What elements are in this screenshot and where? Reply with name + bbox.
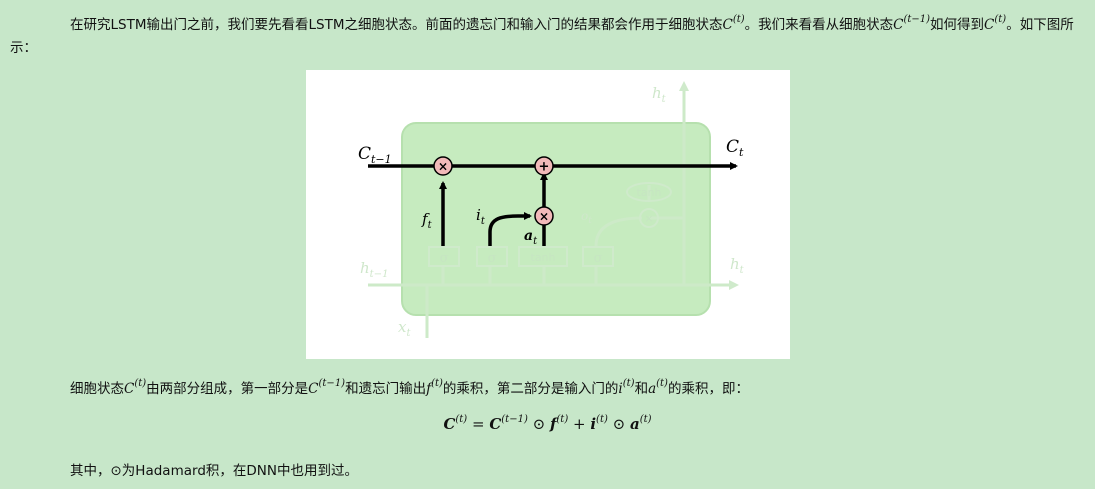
tanh-ellipse: [626, 182, 672, 202]
output-mul-label: ×: [644, 212, 653, 225]
intro-paragraph: 在研究LSTM输出门之前，我们要先看看LSTM之细胞状态。前面的遗忘门和输入门的…: [10, 8, 1088, 60]
formula-sup: (t−1): [501, 414, 528, 425]
pale-connections: [368, 81, 739, 338]
math-f: f: [426, 381, 432, 397]
operation-nodes: × + ×: [433, 156, 554, 226]
output-multiply-node: [639, 208, 659, 228]
candidate-box: [518, 246, 568, 267]
label-f: ft: [421, 210, 433, 231]
math-c-prev: C: [308, 381, 319, 397]
formula-hadamard: ⊙: [607, 415, 630, 433]
math-a: a: [648, 381, 657, 397]
math-sup: (t): [134, 378, 147, 389]
forget-gate-box: [428, 246, 460, 267]
intro-text-3: 如何得到: [930, 17, 985, 33]
formula-a: a: [629, 415, 640, 433]
math-i: i: [618, 381, 623, 397]
formula-i: i: [590, 415, 597, 433]
math-sup: (t): [732, 14, 745, 25]
diagram-labels: Ct−1 Ct ft it at ot ht ht−1 ht xt: [358, 84, 745, 339]
explain-text-1: 细胞状态: [70, 381, 124, 397]
lstm-diagram-svg: σ σ tanh σ tanh × × + × Ct−1 Ct ft: [358, 81, 745, 339]
intro-text-4: 。如下图所示：: [10, 17, 1074, 56]
label-c-next: Ct: [726, 137, 744, 159]
input-sigma-label: σ: [488, 251, 497, 266]
explain-text-3: 和遗忘门输出: [345, 381, 427, 397]
formula-lhs: C: [443, 415, 456, 433]
math-c: C: [984, 17, 995, 33]
math-sup: (t): [656, 378, 668, 389]
forget-sigma-label: σ: [440, 251, 449, 266]
explanation-paragraph: 细胞状态C(t)由两部分组成，第一部分是C(t−1)和遗忘门输出f(t)的乘积，…: [70, 374, 749, 399]
formula-equals: =: [467, 415, 490, 433]
label-i: it: [476, 206, 486, 227]
label-h-top: ht: [652, 84, 667, 105]
formula-f: f: [549, 415, 557, 433]
label-h-prev: ht−1: [360, 259, 388, 280]
math-sup: (t): [431, 378, 443, 389]
formula-c-prev: C: [489, 415, 502, 433]
forget-multiply-symbol: ×: [438, 160, 448, 174]
intro-text-1: 在研究LSTM输出门之前，我们要先看看LSTM之细胞状态。前面的遗忘门和输入门的…: [70, 17, 723, 33]
math-c-prev: C: [893, 17, 904, 33]
label-x: xt: [398, 318, 411, 339]
intro-text-2: 。我们来看看从细胞状态: [744, 17, 894, 33]
label-c-prev: Ct−1: [358, 144, 392, 166]
lstm-cell-diagram: σ σ tanh σ tanh × × + × Ct−1 Ct ft: [306, 70, 790, 359]
formula-hadamard: ⊙: [527, 415, 550, 433]
math-c: C: [124, 381, 135, 397]
math-c: C: [722, 17, 733, 33]
explain-text-2: 由两部分组成，第一部分是: [146, 381, 309, 397]
label-o: ot: [581, 209, 592, 226]
math-sup: (t−1): [318, 378, 346, 389]
cell-state-formula: C(t) = C(t−1) ⊙ f(t) + i(t) ⊙ a(t): [0, 414, 1095, 433]
candidate-tanh-label: tanh: [531, 251, 556, 264]
formula-sup: (t): [596, 414, 608, 425]
math-sup: (t): [994, 14, 1007, 25]
output-sigma-label: σ: [594, 251, 603, 266]
explain-text-4: 的乘积，第二部分是输入门的: [442, 381, 619, 397]
label-h-next: ht: [730, 255, 745, 276]
pale-gates: σ σ tanh σ tanh ×: [428, 182, 672, 267]
math-sup: (t−1): [903, 14, 931, 25]
add-symbol: +: [539, 160, 550, 175]
input-multiply-symbol: ×: [539, 210, 549, 224]
output-gate-box: [582, 246, 614, 267]
formula-sup: (t): [556, 414, 569, 425]
input-multiply-node: [534, 206, 554, 226]
forget-multiply-node: [433, 156, 453, 176]
add-node: [534, 156, 554, 176]
label-a: at: [524, 228, 538, 247]
explain-text-6: 的乘积，即：: [667, 381, 749, 397]
output-tanh-label: tanh: [637, 186, 662, 199]
formula-sup: (t): [455, 414, 468, 425]
formula-plus: +: [568, 415, 591, 433]
math-sup: (t): [622, 378, 635, 389]
note-paragraph: 其中，⊙为Hadamard积，在DNN中也用到过。: [70, 463, 358, 479]
explain-text-5: 和: [634, 381, 649, 397]
input-gate-box: [476, 246, 508, 267]
formula-sup: (t): [639, 414, 652, 425]
